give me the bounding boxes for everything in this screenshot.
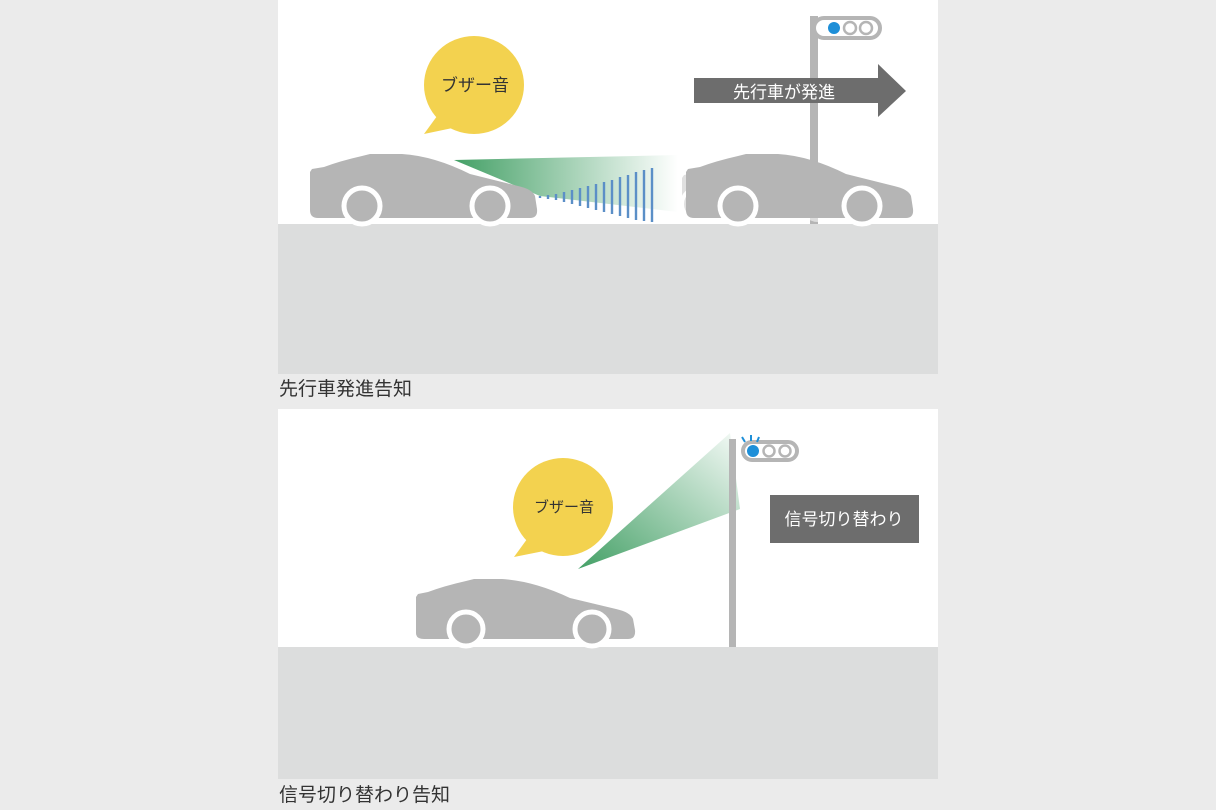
road bbox=[278, 647, 938, 779]
traffic-light-icon bbox=[810, 16, 882, 224]
sensor-wave-icon bbox=[538, 168, 654, 222]
leading-car-departure-label: 先行車が発進 bbox=[733, 83, 835, 103]
leading-car-departure-panel: ブザー音 先行車が発進 bbox=[278, 0, 938, 374]
leading-car-departure-caption: 先行車発進告知 bbox=[279, 378, 413, 400]
detection-beam bbox=[578, 433, 740, 569]
speech-bubble-icon: ブザー音 bbox=[424, 36, 524, 134]
signal-change-label: 信号切り替わり bbox=[785, 510, 904, 530]
signal-change-label-box: 信号切り替わり bbox=[770, 495, 919, 543]
own-car-icon bbox=[416, 579, 636, 649]
buzzer-sound-label: ブザー音 bbox=[441, 75, 509, 96]
signal-change-panel: ブザー音 信号切り替わり bbox=[278, 409, 938, 779]
signal-glow-icon bbox=[741, 435, 760, 443]
detection-beam bbox=[454, 155, 678, 212]
buzzer-sound-label: ブザー音 bbox=[534, 498, 594, 516]
own-car-icon bbox=[310, 154, 538, 227]
leading-car-icon bbox=[686, 154, 914, 227]
signal-light-on bbox=[747, 445, 759, 457]
signal-change-scene: ブザー音 信号切り替わり bbox=[278, 433, 938, 779]
traffic-light-icon bbox=[729, 435, 799, 647]
road bbox=[278, 224, 938, 374]
speech-bubble-icon: ブザー音 bbox=[513, 458, 613, 557]
signal-change-caption: 信号切り替わり告知 bbox=[279, 784, 451, 806]
signal-light-on bbox=[828, 22, 840, 34]
right-arrow-icon: 先行車が発進 bbox=[694, 64, 906, 117]
leading-car-departure-scene: ブザー音 先行車が発進 bbox=[278, 16, 938, 374]
